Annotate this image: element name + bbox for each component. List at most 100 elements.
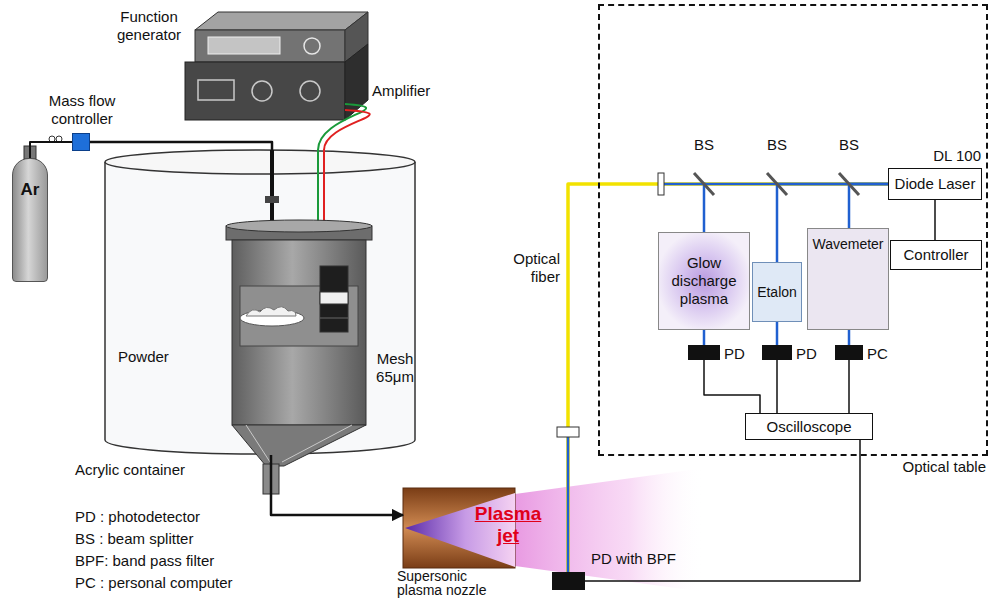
connector-line bbox=[90, 142, 272, 150]
feeder-lid-top bbox=[226, 220, 372, 232]
feeder-funnel bbox=[232, 425, 366, 466]
connector-line bbox=[703, 330, 706, 345]
connector bbox=[777, 360, 778, 413]
generator-front bbox=[195, 30, 345, 62]
connector bbox=[318, 104, 370, 150]
node-label: Glow discharge plasma bbox=[661, 254, 747, 308]
connector bbox=[849, 330, 850, 345]
photodetector: PD bbox=[762, 345, 792, 360]
pipe-flange bbox=[265, 196, 279, 203]
powder-label: Powder bbox=[118, 348, 169, 366]
amplifier-knob bbox=[300, 81, 320, 101]
beam-splitter bbox=[839, 173, 859, 195]
node-label: Oscilloscope bbox=[766, 418, 851, 436]
gas-cylinder: Ar bbox=[12, 158, 48, 282]
signal-wire bbox=[324, 110, 370, 150]
connector bbox=[585, 440, 860, 581]
node-label: Wavemeter bbox=[812, 235, 883, 253]
connector bbox=[704, 184, 888, 232]
laser-controller: Controller bbox=[890, 240, 982, 270]
function-generator: Function generator bbox=[195, 30, 345, 62]
connector-line bbox=[585, 440, 860, 581]
node-label: Etalon bbox=[757, 283, 797, 301]
node-heading: Mass flow controller bbox=[42, 92, 122, 128]
connector bbox=[271, 455, 403, 515]
connector-line bbox=[704, 184, 888, 232]
node-label: Diode Laser bbox=[895, 175, 976, 193]
generator-knob bbox=[304, 38, 320, 54]
connector-line bbox=[848, 360, 850, 413]
abbreviation-note: BS : beam splitter bbox=[75, 530, 193, 548]
connector-line bbox=[934, 200, 936, 240]
node-label: Ar bbox=[21, 181, 40, 199]
gas-pipe bbox=[270, 150, 274, 222]
component-label: BS bbox=[767, 136, 787, 154]
wire-red bbox=[323, 150, 325, 222]
connector-line bbox=[777, 184, 888, 262]
amplifier-knob bbox=[252, 81, 272, 101]
pc-detector: PC bbox=[835, 345, 863, 360]
amplifier-front bbox=[185, 62, 345, 120]
connector bbox=[935, 200, 936, 240]
node-heading: PD with BPF bbox=[591, 550, 676, 568]
fiber-collimator bbox=[557, 427, 579, 437]
node-heading: PC bbox=[867, 345, 888, 363]
node-heading: Supersonic plasma nozzle bbox=[397, 569, 507, 597]
photodetector: PD bbox=[688, 345, 720, 360]
abbreviation-note: PC : personal computer bbox=[75, 574, 233, 592]
abbreviation-note: BPF: band pass filter bbox=[75, 552, 214, 570]
component-label: BS bbox=[694, 136, 714, 154]
node-heading: DL 100 bbox=[933, 147, 981, 165]
plasma-jet bbox=[515, 468, 705, 592]
acrylic-cylinder bbox=[105, 162, 415, 454]
mesh-holder bbox=[320, 266, 348, 332]
amplifier-side bbox=[345, 44, 368, 120]
connector-line bbox=[568, 184, 888, 572]
connector-line bbox=[30, 142, 72, 158]
node-heading: PD bbox=[724, 345, 745, 363]
connector-line bbox=[776, 322, 779, 345]
mesh bbox=[320, 292, 348, 304]
connector-line bbox=[776, 360, 778, 413]
probe-beam bbox=[567, 437, 570, 572]
component-label: BS bbox=[839, 136, 859, 154]
node-heading: Acrylic container bbox=[75, 461, 185, 479]
connector bbox=[777, 322, 778, 345]
feeder-body bbox=[232, 240, 366, 425]
beam-splitter bbox=[694, 173, 714, 195]
etalon: Etalon bbox=[752, 262, 802, 322]
node-heading: Function generator bbox=[109, 8, 189, 44]
beam-splitter bbox=[767, 173, 787, 195]
fiber-label: Optical fiber bbox=[500, 250, 560, 286]
connector bbox=[849, 360, 850, 413]
node-label: Controller bbox=[903, 246, 968, 264]
funnel-inner bbox=[246, 425, 270, 462]
diode-laser: DL 100Diode Laser bbox=[888, 168, 982, 200]
connector bbox=[777, 184, 888, 262]
powder-heap bbox=[246, 307, 296, 316]
fiber-coupler bbox=[658, 173, 664, 195]
connector bbox=[568, 184, 888, 572]
acrylic-top bbox=[105, 150, 415, 174]
funnel-inner bbox=[282, 425, 352, 462]
wavemeter: Wavemeter bbox=[807, 228, 889, 330]
amplifier: Amplifier bbox=[185, 62, 345, 120]
connector bbox=[704, 360, 760, 413]
abbreviation-note: PD : photodetector bbox=[75, 508, 200, 526]
plasma-jet-label: Plasma jet bbox=[472, 503, 544, 547]
connector bbox=[704, 330, 705, 345]
node-heading: Optical table bbox=[903, 458, 986, 476]
generator-display bbox=[208, 37, 280, 54]
oscilloscope: Oscilloscope bbox=[745, 413, 873, 440]
amplifier-panel bbox=[198, 80, 234, 100]
mesh-label: Mesh 65μm bbox=[372, 350, 418, 386]
node-heading: PD bbox=[796, 345, 817, 363]
photodetector: PD with BPF bbox=[552, 572, 585, 590]
acrylic-container: Acrylic container bbox=[105, 150, 415, 455]
node-heading: Amplifier bbox=[372, 82, 430, 100]
generator-top bbox=[195, 12, 368, 30]
connector bbox=[90, 142, 272, 150]
connector bbox=[30, 142, 72, 158]
laser-beam bbox=[662, 183, 706, 186]
